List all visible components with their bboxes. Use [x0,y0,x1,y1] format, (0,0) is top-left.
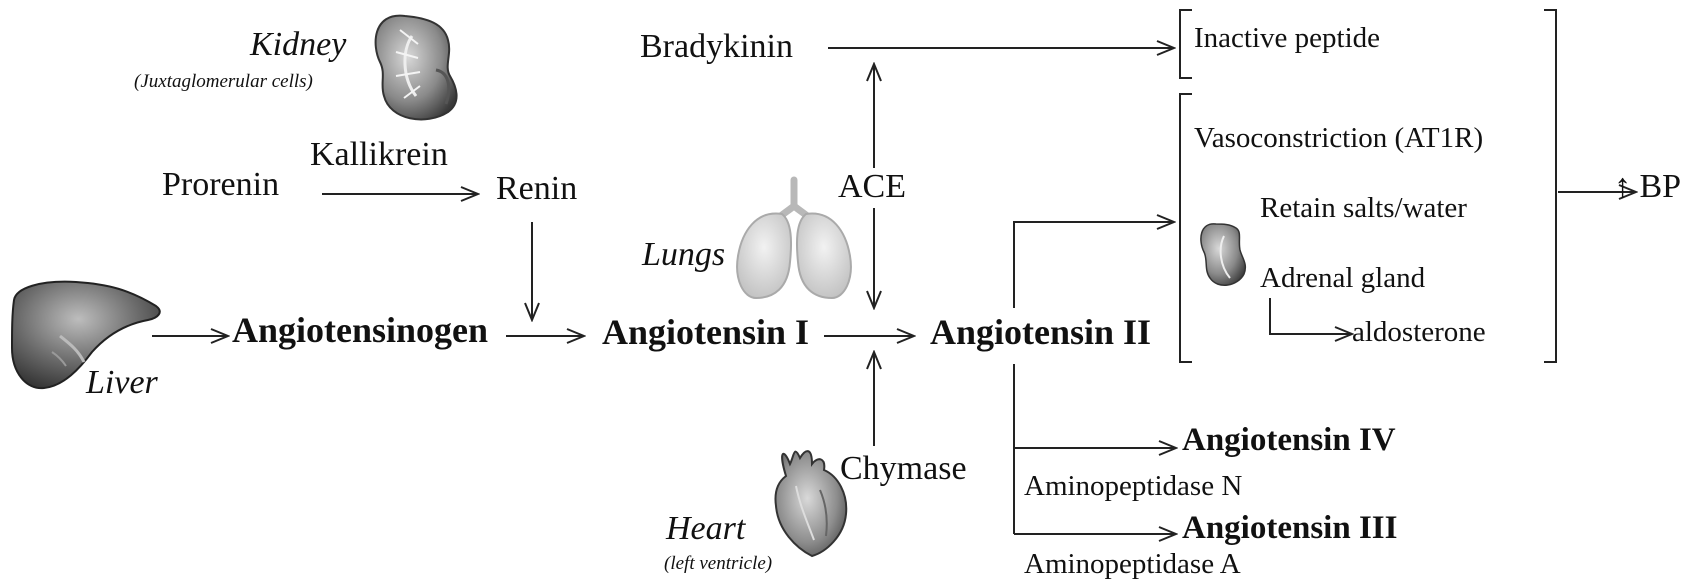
kidney-sublabel: (Juxtaglomerular cells) [134,72,313,91]
inactive-peptide-label: Inactive peptide [1194,24,1380,53]
kallikrein-label: Kallikrein [310,138,448,172]
adrenal-gland-label: Adrenal gland [1260,264,1425,293]
lungs-illustration [737,180,851,298]
vasoconstriction-label: Vasoconstriction (AT1R) [1194,124,1483,153]
aminopeptidase-n-label: Aminopeptidase N [1024,472,1242,501]
angiotensin-2-label: Angiotensin II [930,314,1151,350]
retain-salts-label: Retain salts/water [1260,194,1467,223]
angiotensinogen-label: Angiotensinogen [232,312,488,348]
ace-label: ACE [838,170,906,204]
angiotensin-4-label: Angiotensin IV [1182,424,1396,457]
arrow-adrenal-aldosterone [1270,298,1352,334]
chymase-label: Chymase [840,452,967,486]
kidney-label: Kidney [250,28,346,62]
angiotensin-3-label: Angiotensin III [1182,512,1397,545]
bp-label: ↑ BP [1614,170,1681,204]
inactive-peptide-bracket [1180,10,1192,78]
effects-bracket-left [1180,94,1192,362]
liver-label: Liver [86,366,158,400]
aminopeptidase-a-label: Aminopeptidase A [1024,550,1241,579]
lungs-label: Lungs [642,238,725,272]
renin-label: Renin [496,172,577,206]
bradykinin-label: Bradykinin [640,30,793,64]
heart-sublabel: (left ventricle) [664,554,772,573]
effects-bracket-right [1544,10,1556,362]
angiotensin-1-label: Angiotensin I [602,314,809,350]
heart-illustration [775,451,846,556]
arrow-ang2-effects [1014,222,1174,308]
small-kidney-illustration [1201,224,1245,285]
heart-label: Heart [666,512,745,546]
kidney-illustration [376,16,457,120]
aldosterone-label: aldosterone [1352,318,1486,347]
prorenin-label: Prorenin [162,168,279,202]
